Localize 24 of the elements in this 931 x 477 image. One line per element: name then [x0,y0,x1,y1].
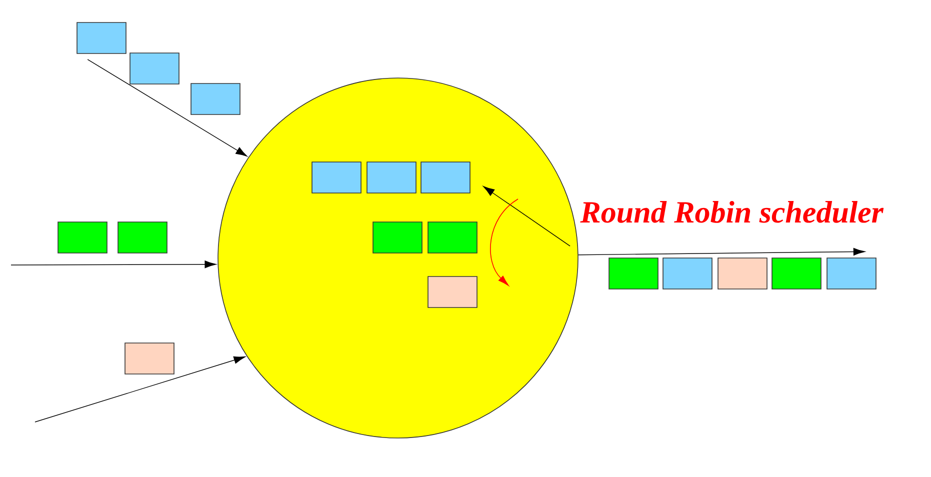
packet-box [124,342,174,374]
packet-box [76,22,126,54]
packet-box [58,222,108,254]
packet-box [420,162,470,194]
packet-box [608,258,658,290]
packet-box [428,276,478,308]
arrow [34,356,246,422]
arrow [87,59,248,157]
packet-box [366,162,416,194]
packet-box [118,222,168,254]
packet-box [662,258,712,290]
packet-box [718,258,768,290]
packet-box [428,222,478,254]
scheduler-circle [218,78,578,438]
arrow [578,248,866,256]
packet-box [190,83,240,115]
scheduler-label: Round Robin scheduler [580,200,884,223]
packet-box [130,52,180,84]
packet-box [826,258,876,290]
packet-box [312,162,362,194]
arrow [483,186,570,246]
packet-box [772,258,822,290]
arrow [10,260,216,268]
packet-box [372,222,422,254]
